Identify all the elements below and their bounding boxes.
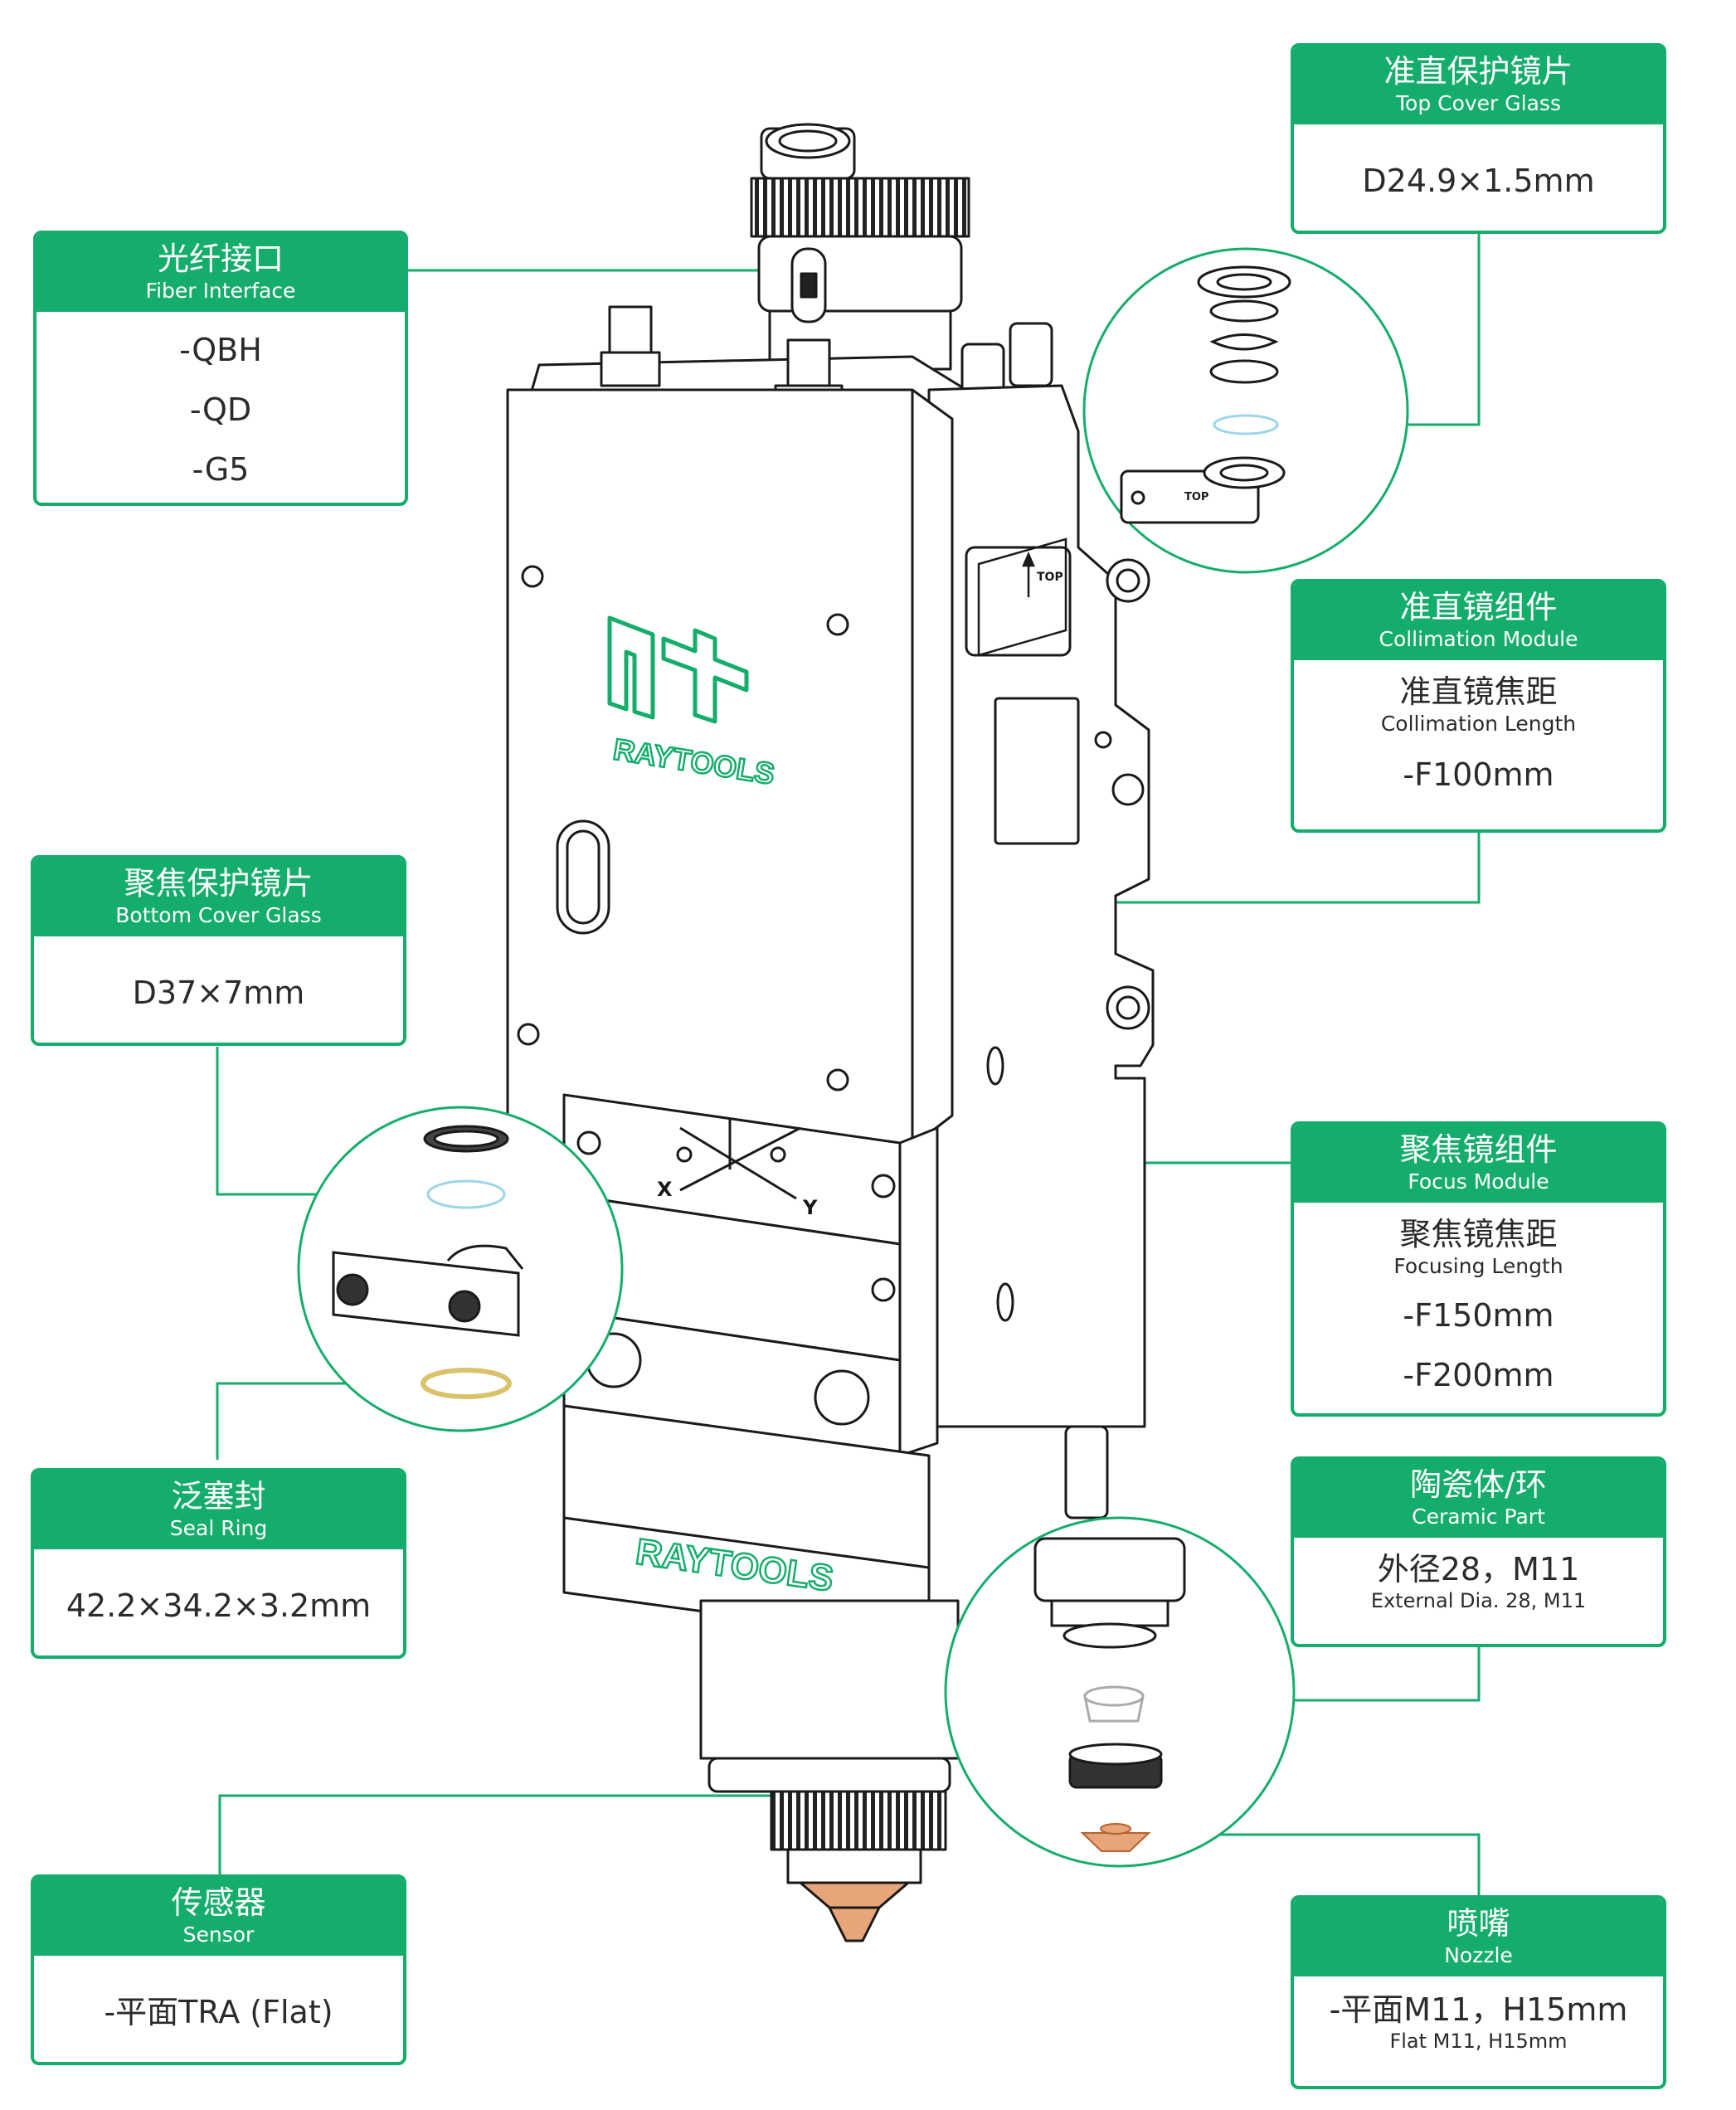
- callout-value-en: External Dia. 28, M11: [1370, 1589, 1587, 1612]
- callout-title-cn: 喷嘴: [1447, 1905, 1510, 1942]
- callout-value: -F150mm: [1403, 1297, 1554, 1334]
- callout-title-en: Fiber Interface: [145, 279, 296, 303]
- callout-title-en: Focus Module: [1408, 1169, 1549, 1194]
- callout-value: 42.2×34.2×3.2mm: [66, 1587, 372, 1624]
- callout-title-cn: 聚焦镜组件: [1399, 1131, 1558, 1168]
- callout-subtitle-en: Collimation Length: [1380, 712, 1577, 736]
- callout-title-cn: 传感器: [171, 1884, 266, 1921]
- callout-sensor: 传感器 Sensor -平面TRA (Flat): [31, 1874, 406, 2065]
- callout-seal-ring: 泛塞封 Seal Ring 42.2×34.2×3.2mm: [31, 1468, 406, 1659]
- callout-title-en: Nozzle: [1444, 1943, 1513, 1967]
- callout-value-cn: 外径28，M11: [1377, 1551, 1580, 1587]
- detail-circle-bottom-cover-glass: [297, 1106, 624, 1432]
- callout-subtitle-cn: 聚焦镜焦距: [1399, 1216, 1558, 1252]
- callout-top-cover-glass: 准直保护镜片 Top Cover Glass D24.9×1.5mm: [1291, 43, 1666, 234]
- callout-ceramic-part: 陶瓷体/环 Ceramic Part 外径28，M11 External Dia…: [1291, 1456, 1666, 1647]
- callout-subtitle-cn: 准直镜焦距: [1399, 673, 1558, 710]
- callout-fiber-interface: 光纤接口 Fiber Interface -QBH -QD -G5: [33, 231, 408, 506]
- callout-nozzle: 喷嘴 Nozzle -平面M11，H15mm Flat M11, H15mm: [1291, 1895, 1666, 2089]
- callout-title-cn: 光纤接口: [157, 241, 284, 277]
- y-axis-label: Y: [802, 1196, 818, 1219]
- laser-head-body: [506, 123, 1155, 1942]
- callout-title-cn: 泛塞封: [171, 1478, 266, 1514]
- raytools-logo-icon: [607, 615, 749, 724]
- callout-subtitle-en: Focusing Length: [1393, 1254, 1563, 1278]
- callout-value: -F100mm: [1403, 756, 1554, 793]
- callout-value: D37×7mm: [132, 975, 305, 1011]
- detail-circle-ceramic-nozzle: [944, 1516, 1296, 1868]
- callout-bottom-cover-glass: 聚焦保护镜片 Bottom Cover Glass D37×7mm: [31, 855, 406, 1046]
- callout-title-en: Collimation Module: [1379, 627, 1578, 651]
- callout-value-en: Flat M11, H15mm: [1389, 2030, 1568, 2053]
- callout-title-en: Bottom Cover Glass: [115, 903, 322, 927]
- callout-title-cn: 准直保护镜片: [1383, 53, 1573, 90]
- xy-axis-mark: [676, 1120, 801, 1200]
- callout-title-en: Seal Ring: [169, 1516, 268, 1540]
- x-axis-label: X: [657, 1178, 673, 1201]
- callout-value: D24.9×1.5mm: [1362, 163, 1595, 199]
- callout-focus-module: 聚焦镜组件 Focus Module 聚焦镜焦距 Focusing Length…: [1291, 1121, 1666, 1417]
- callout-value: -QBH: [179, 332, 262, 368]
- callout-collimation-module: 准直镜组件 Collimation Module 准直镜焦距 Collimati…: [1291, 579, 1666, 833]
- top-arrow-icon: [977, 537, 1067, 657]
- callout-title-en: Sensor: [182, 1923, 255, 1947]
- callout-value-cn: -平面M11，H15mm: [1329, 1991, 1628, 2028]
- callout-value: -QD: [189, 391, 252, 428]
- callout-value: -F200mm: [1403, 1357, 1554, 1393]
- callout-title-cn: 陶瓷体/环: [1410, 1466, 1547, 1503]
- detail-circle-top-cover-glass: TOP: [1082, 247, 1409, 574]
- callout-title-en: Ceramic Part: [1412, 1505, 1545, 1529]
- top-label-side: TOP: [1037, 571, 1063, 584]
- top-label-detail: TOP: [1184, 491, 1208, 503]
- callout-title-cn: 聚焦保护镜片: [124, 865, 314, 902]
- callout-value: -G5: [192, 451, 250, 488]
- callout-value: -平面TRA (Flat): [104, 1994, 333, 2030]
- callout-title-en: Top Cover Glass: [1396, 91, 1561, 115]
- callout-title-cn: 准直镜组件: [1399, 589, 1558, 625]
